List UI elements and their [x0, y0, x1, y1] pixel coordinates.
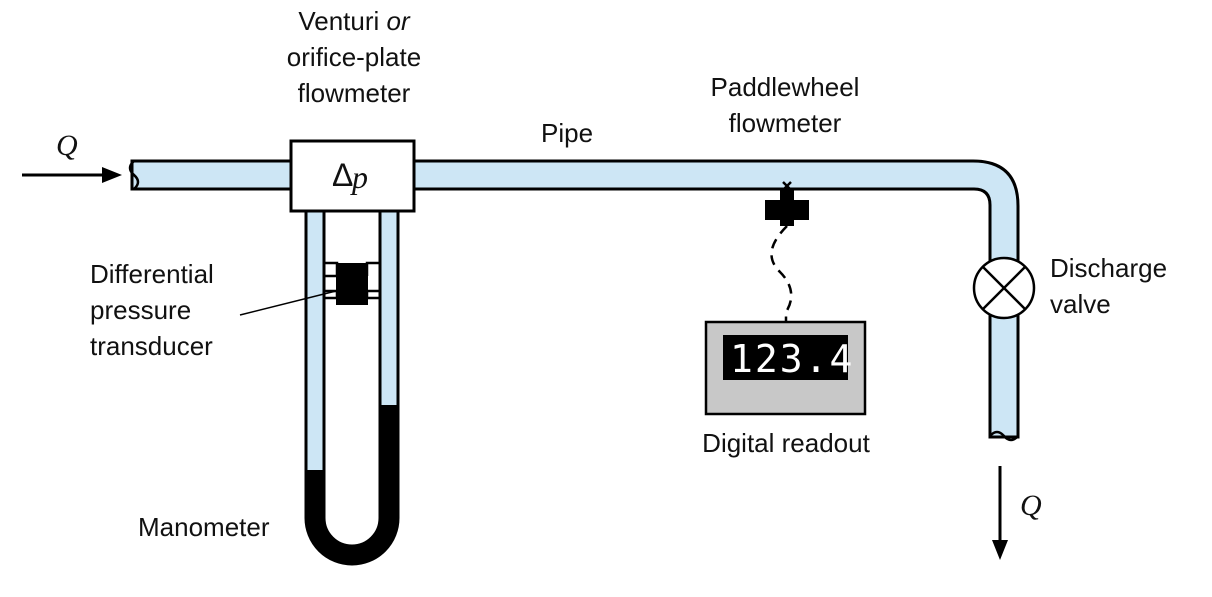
paddlewheel-label-line1: Paddlewheel	[711, 72, 860, 102]
delta-symbol: Δ	[332, 157, 353, 193]
discharge-valve-label-line2: valve	[1050, 289, 1111, 319]
transducer-label-line3: transducer	[90, 331, 213, 361]
pipe-label: Pipe	[541, 118, 593, 148]
paddlewheel-flowmeter	[765, 181, 809, 226]
digital-readout-label: Digital readout	[702, 428, 870, 458]
pipe	[130, 159, 1020, 439]
manometer-fluid	[306, 405, 398, 564]
transducer-label-line1: Differential	[90, 259, 214, 289]
signal-wire	[770, 225, 793, 322]
delta-p-symbol: p	[350, 159, 368, 195]
digital-readout-value: 123.4	[730, 337, 854, 381]
manometer-label: Manometer	[138, 512, 270, 542]
venturi-label-venturi: Venturi	[298, 6, 386, 36]
inlet-flow-arrow	[22, 167, 122, 183]
paddlewheel-label-line2: flowmeter	[729, 108, 842, 138]
differential-pressure-transducer	[336, 263, 368, 305]
outlet-q-label: Q	[1020, 489, 1042, 522]
pipe-inlet-break	[128, 160, 140, 190]
venturi-label-line2: orifice-plate	[287, 42, 421, 72]
venturi-flowmeter-box	[289, 139, 416, 213]
outlet-flow-arrow	[992, 466, 1008, 560]
discharge-valve	[972, 256, 1036, 320]
venturi-label-or: or	[387, 6, 411, 36]
venturi-label-line1: Venturi or	[298, 6, 411, 36]
transducer-leader-line	[239, 289, 341, 316]
venturi-label-line3: flowmeter	[298, 78, 411, 108]
digital-readout-screen	[723, 335, 848, 380]
discharge-valve-label-line1: Discharge	[1050, 253, 1167, 283]
inlet-q-label: Q	[56, 129, 78, 162]
transducer-label-line2: pressure	[90, 295, 191, 325]
pipe-outlet-break	[989, 430, 1019, 442]
